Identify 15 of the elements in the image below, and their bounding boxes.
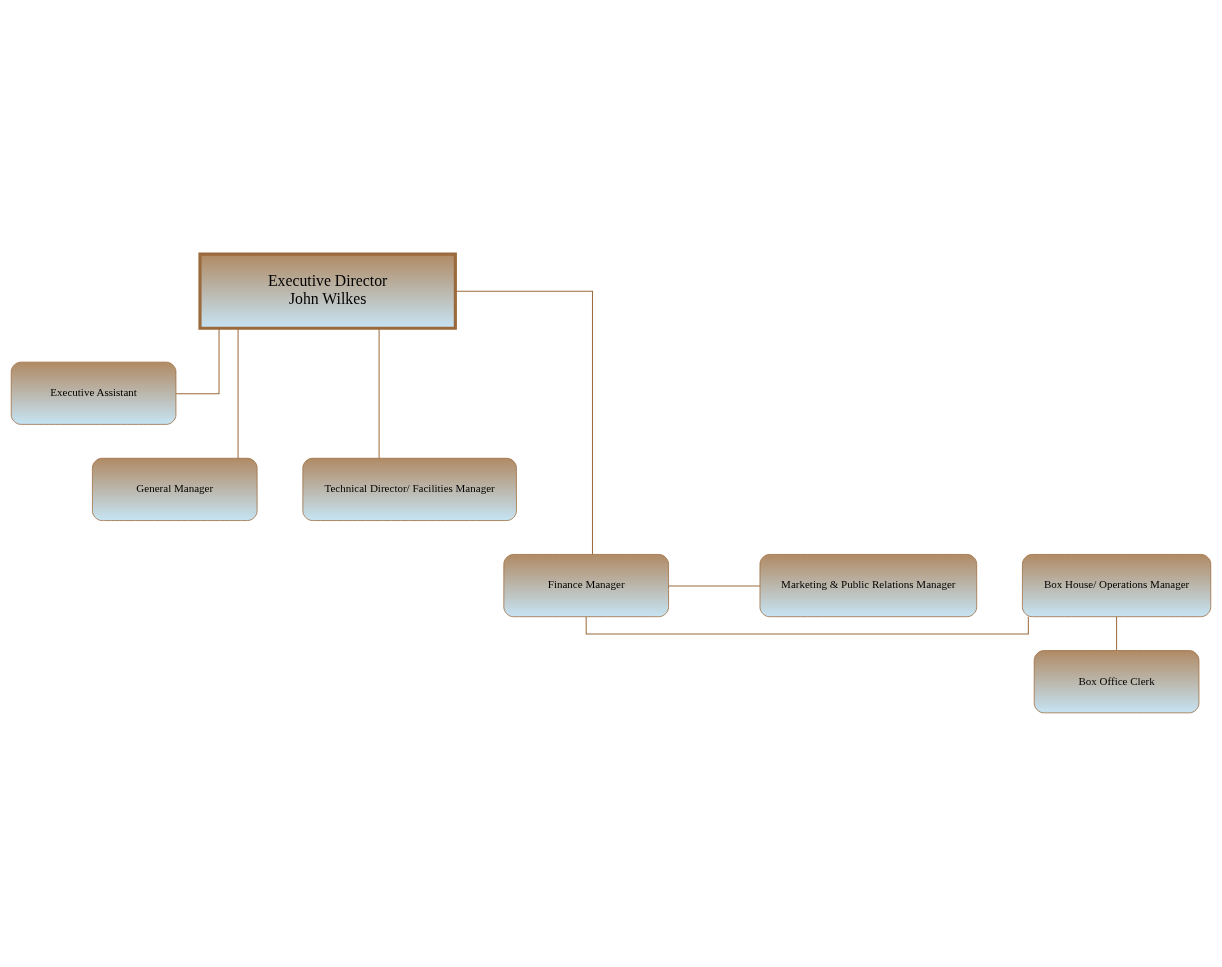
node-box: Marketing & Public Relations Manager (759, 554, 978, 618)
node-box: Box House/ Operations Manager (1022, 554, 1212, 618)
connector (668, 585, 761, 587)
node-box: Executive Assistant (10, 361, 177, 425)
connector (454, 290, 593, 555)
node-box: Finance Manager (503, 554, 669, 618)
connector (585, 616, 1029, 635)
connector (237, 327, 239, 459)
node-box: Technical Director/ Facilities Manager (302, 457, 517, 521)
node-box: Box Office Clerk (1033, 650, 1200, 714)
connector (175, 327, 220, 395)
node-box: General Manager (92, 457, 258, 521)
connector (378, 327, 380, 459)
node-box: Executive Director John Wilkes (198, 252, 457, 330)
connector (1116, 616, 1118, 651)
